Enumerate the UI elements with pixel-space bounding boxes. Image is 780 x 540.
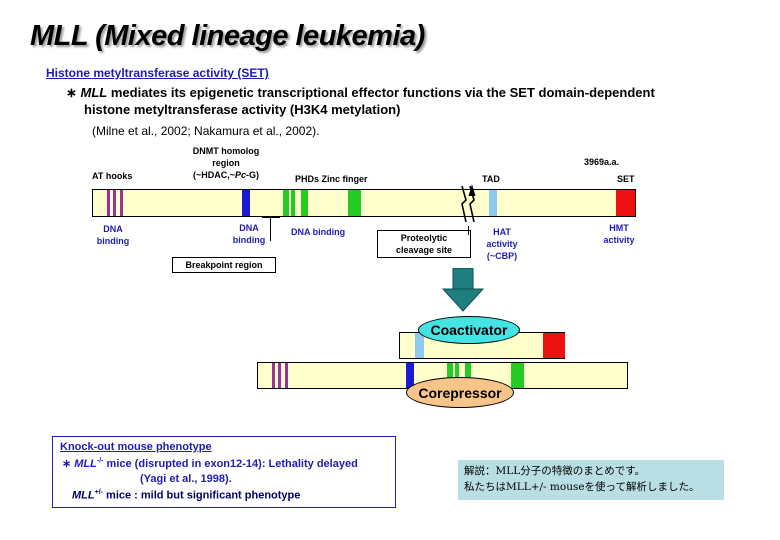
label-tad: TAD <box>482 174 500 184</box>
set-domain <box>543 333 565 358</box>
knockout-item-1-ref: (Yagi et al., 1998). <box>140 473 232 485</box>
cleavage-site-icon <box>461 184 476 223</box>
mll-c-fragment-bar <box>399 332 565 359</box>
tad-domain <box>489 190 497 216</box>
at-hook-mark <box>120 190 123 216</box>
dnmt-domain <box>406 363 414 388</box>
breakpoint-region-box: Breakpoint region <box>172 257 276 273</box>
note-line-1: 解説：MLL分子の特徴のまとめです。 <box>464 465 646 477</box>
phd-finger <box>465 363 471 388</box>
label-set: SET <box>617 174 635 184</box>
at-hook-mark <box>107 190 110 216</box>
mll-protein-bar <box>92 189 636 217</box>
description-line2: histone metyltransferase activity (H3K4 … <box>84 102 401 117</box>
slide-title: MLL (Mixed lineage leukemia) <box>30 20 425 52</box>
at-hook-mark <box>113 190 116 216</box>
bullet-mark: ∗ <box>66 85 77 100</box>
down-arrow-icon <box>441 268 485 312</box>
set-domain <box>616 190 635 216</box>
phd-finger <box>291 190 295 216</box>
phd-finger <box>511 363 524 388</box>
label-dna-binding-3: DNA binding <box>291 227 346 237</box>
label-at-hooks: AT hooks <box>92 171 133 181</box>
cleavage-pointer <box>468 226 469 235</box>
at-hook-mark <box>278 363 281 388</box>
phd-finger <box>455 363 459 388</box>
at-hook-mark <box>285 363 288 388</box>
mll-description: ∗ MLL mediates its epigenetic transcript… <box>66 84 655 118</box>
corepressor-ellipse: Corepressor <box>406 377 514 408</box>
knockout-item-1: ∗ MLL-/- mice (disrupted in exon12-14): … <box>62 457 358 470</box>
phd-finger <box>301 190 308 216</box>
commentary-note: 解説：MLL分子の特徴のまとめです。 私たちはMLL+/- mouseを使って解… <box>458 460 724 500</box>
tad-domain <box>415 333 424 358</box>
knockout-heading: Knock-out mouse phenotype <box>60 441 212 453</box>
knockout-item-2: MLL+/- mice : mild but significant pheno… <box>72 489 301 502</box>
phd-finger <box>283 190 289 216</box>
dnmt-domain <box>242 190 250 216</box>
section-heading: Histone metyltransferase activity (SET) <box>46 66 269 80</box>
at-hook-mark <box>272 363 275 388</box>
references: (Milne et al., 2002; Nakamura et al., 20… <box>92 124 320 138</box>
gene-name: MLL <box>80 85 108 100</box>
coactivator-ellipse: Coactivator <box>418 316 520 344</box>
breakpoint-marker-cap <box>262 217 280 218</box>
label-phds-zinc-finger: PHDs Zinc finger <box>295 174 368 184</box>
phd-finger <box>447 363 453 388</box>
description-line1: mediates its epigenetic transcriptional … <box>107 85 655 100</box>
breakpoint-marker <box>270 217 271 241</box>
note-line-2: 私たちはMLL+/- mouseを使って解析しました。 <box>464 481 700 493</box>
knockout-phenotype-box: Knock-out mouse phenotype ∗ MLL-/- mice … <box>52 436 396 508</box>
label-dnmt-region: DNMT homolog region (~HDAC,~Pc-G) <box>192 146 260 180</box>
phd-finger <box>348 190 361 216</box>
label-length: 3969a.a. <box>584 157 620 167</box>
